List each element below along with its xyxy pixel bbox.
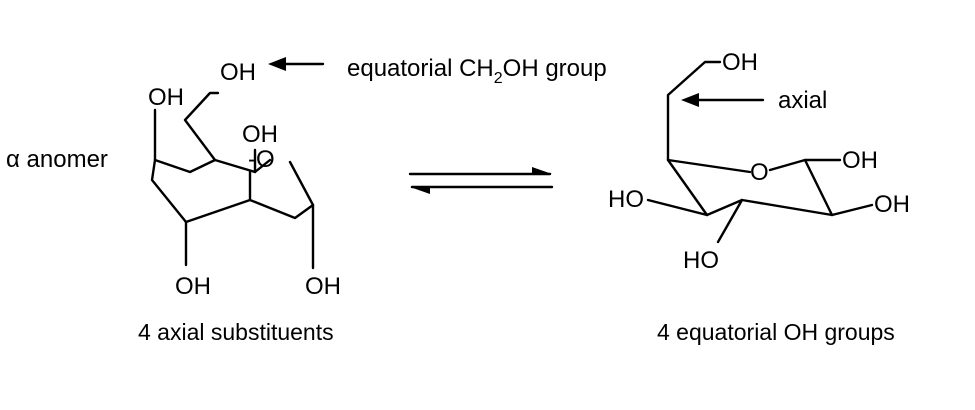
right-ring-bonds (666, 158, 834, 217)
right-annotation-arrow (681, 93, 765, 107)
left-ring-oxygen: -O (248, 146, 275, 173)
right-ch2oh-oh: OH (722, 49, 758, 76)
right-ring-oxygen: O (750, 159, 769, 186)
right-c1-oh: OH (842, 147, 878, 174)
right-substituent-bonds (646, 60, 874, 244)
axial-label: axial (778, 87, 827, 114)
right-c3-oh: HO (683, 247, 719, 274)
right-caption: 4 equatorial OH groups (657, 319, 895, 345)
left-annotation-arrow (268, 57, 325, 71)
anomer-label: α anomer (6, 146, 108, 173)
right-c2-oh: OH (874, 191, 910, 218)
left-c2-oh: OH (175, 273, 211, 300)
left-caption: 4 axial substituents (138, 319, 334, 345)
left-c4-oh: OH (148, 84, 184, 111)
left-c3-axial-oh: OH (242, 121, 278, 148)
left-substituent-bonds (153, 91, 315, 270)
left-c1-oh: OH (305, 273, 341, 300)
right-c4-oh: HO (608, 186, 644, 213)
equatorial-ch2oh-label: equatorial CH2OH group (347, 55, 607, 87)
right-structure: OH O OH OH HO HO axial 4 equatorial OH g… (608, 49, 910, 345)
left-ch2oh-oh: OH (220, 59, 256, 86)
left-structure: OH OH OH -O OH OH α anomer equatorial CH… (6, 55, 607, 345)
equilibrium-arrows (408, 167, 554, 194)
left-ring-bonds (150, 158, 315, 224)
